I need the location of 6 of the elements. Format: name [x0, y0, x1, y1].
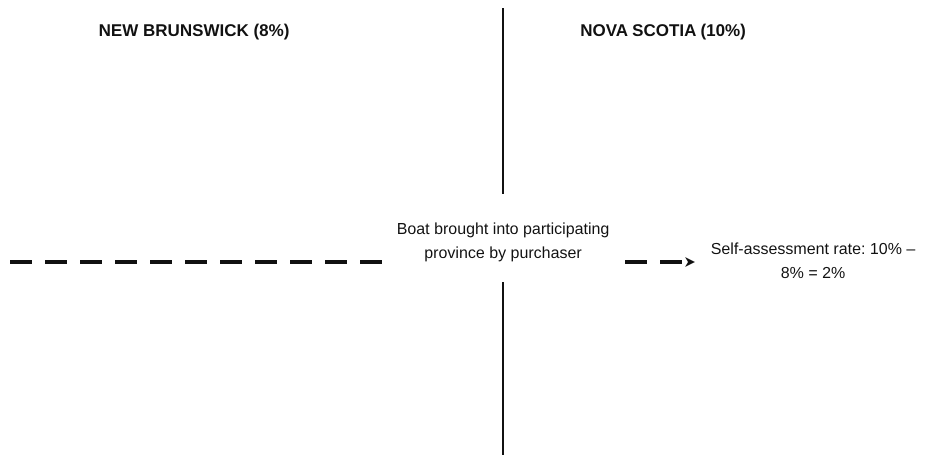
dashed-arrow	[625, 257, 695, 267]
node-text: Boat brought into participating province by purchaser	[396, 220, 610, 264]
dashed-line	[10, 260, 385, 264]
region-heading: NEW BRUNSWICK (8%)	[98, 20, 290, 42]
node-text: Self-assessment rate: 10% – 8% = 2%	[710, 240, 916, 284]
region-heading: NOVA SCOTIA (10%)	[579, 20, 747, 42]
